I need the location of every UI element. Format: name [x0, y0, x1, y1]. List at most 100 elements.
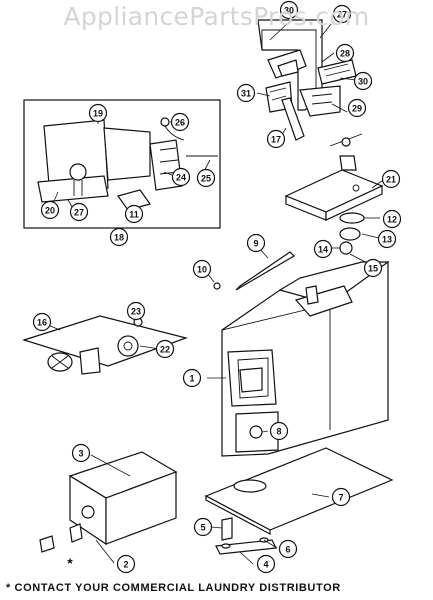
callout-19: 19: [88, 103, 108, 123]
callout-17: 17: [266, 129, 286, 149]
callout-circle: [382, 209, 402, 229]
callout-number: 2: [123, 560, 128, 570]
callout-circle: [246, 233, 266, 253]
callout-26: 26: [170, 112, 190, 132]
cabinet-housing: [221, 261, 390, 457]
switch-bracket-assembly: [257, 19, 357, 141]
callout-circle: [381, 169, 401, 189]
callout-13: 13: [377, 229, 397, 249]
callout-circle: [88, 103, 108, 123]
callout-circle: [347, 98, 367, 118]
callout-18: 18: [109, 227, 129, 247]
callout-circle: [170, 112, 190, 132]
asterisk-mark-bottom: *: [67, 555, 73, 571]
callout-number: 8: [276, 427, 281, 437]
callout-6: 6: [278, 539, 298, 559]
callout-circle: [171, 167, 191, 187]
callout-circle: [279, 0, 299, 20]
callout-number: 9: [253, 239, 258, 249]
callout-number: 31: [241, 89, 251, 99]
callout-12: 12: [382, 209, 402, 229]
footer-note: * CONTACT YOUR COMMERCIAL LAUNDRY DISTRI…: [6, 582, 341, 594]
callout-number: 20: [45, 206, 55, 216]
rod-part-9: [213, 251, 295, 291]
callout-number: 21: [386, 175, 396, 185]
callout-circle: [266, 129, 286, 149]
callout-number: 18: [114, 233, 124, 243]
callout-3: 3: [71, 443, 91, 463]
callout-number: 30: [284, 6, 294, 16]
callout-20: 20: [40, 200, 60, 220]
callout-number: 16: [37, 318, 47, 328]
callout-number: 27: [337, 10, 347, 20]
callout-4: 4: [256, 554, 276, 574]
top-plate-and-fittings: [284, 133, 384, 255]
callout-29: 29: [347, 98, 367, 118]
callout-circle: [182, 368, 202, 388]
callout-circle: [124, 204, 144, 224]
callout-number: 14: [318, 245, 328, 255]
callout-8: 8: [269, 421, 289, 441]
coin-box: [39, 451, 178, 553]
callout-number: 23: [131, 307, 141, 317]
callout-number: 19: [93, 109, 103, 119]
callout-9: 9: [246, 233, 266, 253]
callout-number: 1: [189, 374, 194, 384]
callout-circle: [331, 487, 351, 507]
callout-number: 29: [352, 104, 362, 114]
callout-circle: [193, 517, 213, 537]
callout-22: 22: [155, 339, 175, 359]
coin-slot-assembly: [21, 315, 189, 375]
callout-number: 13: [382, 235, 392, 245]
callout-circle: [236, 83, 256, 103]
callout-number: 25: [201, 174, 211, 184]
callout-number: 17: [271, 135, 281, 145]
callout-circle: [116, 554, 136, 574]
callout-31: 31: [236, 83, 256, 103]
callout-number: 6: [285, 545, 290, 555]
callout-10: 10: [192, 259, 212, 279]
callout-number: 11: [129, 210, 139, 220]
callout-27-top: 27: [332, 4, 352, 24]
callout-circle: [32, 312, 52, 332]
callout-circle: [196, 168, 216, 188]
hardware-bracket: [215, 517, 277, 555]
callout-number: 24: [176, 173, 186, 183]
callout-number: 7: [338, 493, 343, 503]
callout-circle: [126, 301, 146, 321]
callout-circle: [109, 227, 129, 247]
callout-2: 2: [116, 554, 136, 574]
callout-23: 23: [126, 301, 146, 321]
callout-circle: [269, 421, 289, 441]
callout-1: 1: [182, 368, 202, 388]
callout-15: 15: [363, 258, 383, 278]
callout-number: 15: [368, 264, 378, 274]
callout-28: 28: [335, 43, 355, 63]
callout-number: 30: [358, 77, 368, 87]
callout-circle: [363, 258, 383, 278]
callout-5: 5: [193, 517, 213, 537]
callout-14: 14: [313, 239, 333, 259]
callout-circle: [256, 554, 276, 574]
callout-7: 7: [331, 487, 351, 507]
callout-circle: [69, 202, 89, 222]
callout-number: 22: [160, 345, 170, 355]
callout-number: 4: [263, 560, 268, 570]
callout-circle: [40, 200, 60, 220]
callout-circle: [377, 229, 397, 249]
callout-circle: [313, 239, 333, 259]
callout-circle: [332, 4, 352, 24]
callout-number: 12: [387, 215, 397, 225]
callout-circle: [278, 539, 298, 559]
callout-24: 24: [171, 167, 191, 187]
callout-number: 3: [78, 449, 83, 459]
callout-circle: [192, 259, 212, 279]
callout-27-left: 27: [69, 202, 89, 222]
callout-number: 28: [340, 49, 350, 59]
callout-number: 26: [175, 118, 185, 128]
callout-number: 27: [74, 208, 84, 218]
callout-number: 5: [200, 523, 205, 533]
callout-30-top: 30: [279, 0, 299, 20]
